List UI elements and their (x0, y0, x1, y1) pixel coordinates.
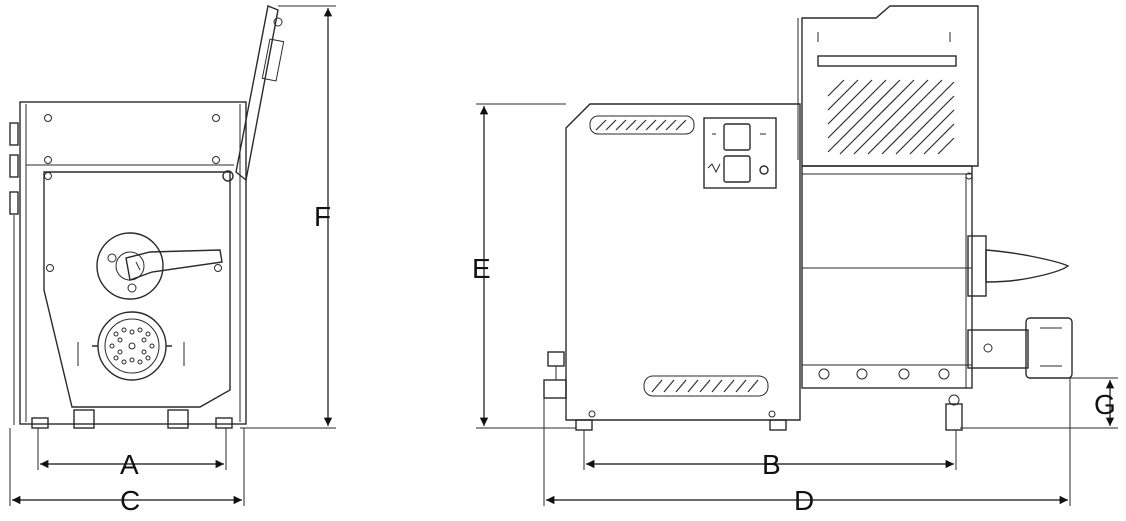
side-view (543, 5, 1073, 431)
hopper-vents (827, 79, 955, 155)
knob-mount (967, 235, 987, 297)
hinge-bottom (9, 191, 19, 215)
dimension-a-label: A (120, 449, 139, 480)
hopper-lid (235, 5, 279, 182)
foot (215, 417, 233, 429)
foot (73, 409, 95, 429)
foot (167, 409, 189, 429)
front-dimensions: F A C (9, 5, 336, 516)
dimension-c-label: C (120, 485, 140, 516)
front-view (9, 5, 285, 429)
dimension-d-label: D (794, 485, 814, 516)
foot-rear (945, 403, 963, 431)
extruder-die-head (1025, 317, 1073, 379)
foot (31, 417, 49, 429)
dimension-b-label: B (762, 449, 781, 480)
adjustment-knob (985, 249, 1070, 283)
switch-power (723, 123, 751, 151)
switch-panel (703, 117, 777, 189)
hopper (801, 5, 979, 167)
foot (769, 419, 787, 431)
extrusion-chamber (801, 165, 973, 389)
die-holes (109, 327, 155, 365)
dimension-f-label: F (314, 201, 331, 232)
hinge-top (9, 122, 19, 146)
top-vents (589, 115, 695, 135)
switch-motor (723, 155, 751, 183)
side-dimensions: E B D G (472, 103, 1118, 516)
side-cabinet (565, 103, 801, 421)
crank-disc (96, 232, 164, 300)
hinge-middle (9, 154, 19, 178)
dimension-g-label: G (1094, 389, 1116, 420)
fitting-upper (547, 351, 565, 367)
front-body (19, 101, 247, 425)
foot (575, 419, 593, 431)
dimension-e-label: E (472, 253, 491, 284)
die-plate (97, 311, 167, 381)
extruder-collar (967, 329, 1029, 369)
front-panel (43, 171, 231, 408)
hopper-slot (817, 55, 957, 67)
indicator-light (759, 165, 769, 175)
bottom-vents (643, 375, 769, 397)
fitting-lower (543, 379, 567, 399)
crank-handle (125, 249, 223, 281)
